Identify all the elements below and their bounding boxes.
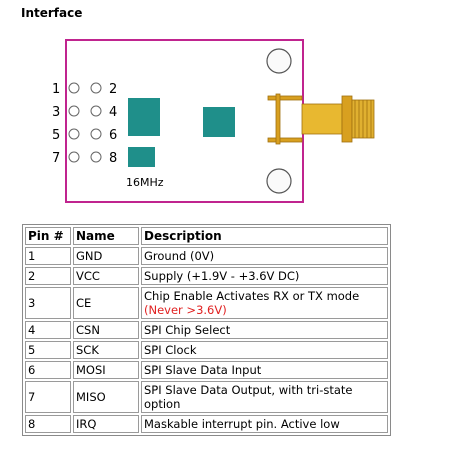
pin-name: IRQ	[73, 415, 139, 433]
table-row: 8 IRQ Maskable interrupt pin. Active low	[25, 415, 388, 433]
pin-description: SPI Chip Select	[141, 321, 388, 339]
table-row: 5 SCK SPI Clock	[25, 341, 388, 359]
pin-label-1: 1	[52, 82, 60, 97]
pin-description: SPI Slave Data Input	[141, 361, 388, 379]
pin-hole-6	[90, 128, 102, 140]
pin-name: MISO	[73, 381, 139, 413]
crystal-frequency-label: 16MHz	[126, 176, 164, 189]
pin-hole-1	[68, 82, 80, 94]
pin-name: CSN	[73, 321, 139, 339]
pin-header: 1 3 5 7 2 4 6 8	[52, 82, 117, 166]
pin-label-7: 7	[52, 151, 60, 166]
pin-label-8: 8	[109, 151, 117, 166]
pin-number: 5	[25, 341, 71, 359]
pin-description: Supply (+1.9V - +3.6V DC)	[141, 267, 388, 285]
table-row: 3 CE Chip Enable Activates RX or TX mode…	[25, 287, 388, 319]
pin-description: Maskable interrupt pin. Active low	[141, 415, 388, 433]
pin-hole-8	[90, 151, 102, 163]
board-outline	[65, 39, 304, 203]
crystal-oscillator	[128, 147, 155, 167]
pin-number: 1	[25, 247, 71, 265]
pin-number: 7	[25, 381, 71, 413]
mounting-hole-top	[266, 48, 292, 74]
section-heading: Interface	[21, 6, 83, 20]
pin-name: VCC	[73, 267, 139, 285]
pin-name: GND	[73, 247, 139, 265]
module-diagram: 16MHz 1 3 5 7 2 4 6 8	[52, 39, 375, 203]
main-chip	[128, 98, 160, 136]
pin-hole-7	[68, 151, 80, 163]
pin-hole-5	[68, 128, 80, 140]
pin-name: CE	[73, 287, 139, 319]
pin-name: MOSI	[73, 361, 139, 379]
pin-hole-2	[90, 82, 102, 94]
header-description: Description	[141, 227, 388, 245]
pin-number: 8	[25, 415, 71, 433]
pin-number: 2	[25, 267, 71, 285]
pin-description: SPI Slave Data Output, with tri-state op…	[141, 381, 388, 413]
pinout-table: Pin # Name Description 1 GND Ground (0V)…	[22, 224, 391, 436]
table-row: 6 MOSI SPI Slave Data Input	[25, 361, 388, 379]
pin-description-cell: Chip Enable Activates RX or TX mode (Nev…	[141, 287, 388, 319]
pin-label-6: 6	[109, 128, 117, 143]
pin-hole-3	[68, 105, 80, 117]
pin-label-2: 2	[109, 82, 117, 97]
pin-label-4: 4	[109, 105, 117, 120]
table-row: 4 CSN SPI Chip Select	[25, 321, 388, 339]
pin-description: Chip Enable Activates RX or TX mode	[144, 289, 360, 303]
table-row: 2 VCC Supply (+1.9V - +3.6V DC)	[25, 267, 388, 285]
table-row: 1 GND Ground (0V)	[25, 247, 388, 265]
pin-number: 4	[25, 321, 71, 339]
mounting-hole-bottom	[266, 168, 292, 194]
pin-name: SCK	[73, 341, 139, 359]
table-header-row: Pin # Name Description	[25, 227, 388, 245]
pin-number: 6	[25, 361, 71, 379]
voltage-warning: (Never >3.6V)	[144, 303, 227, 317]
pin-hole-4	[90, 105, 102, 117]
rf-chip	[203, 107, 235, 137]
pin-number: 3	[25, 287, 71, 319]
sma-antenna-connector	[267, 93, 375, 145]
pin-description: Ground (0V)	[141, 247, 388, 265]
pin-label-5: 5	[52, 128, 60, 143]
header-pin: Pin #	[25, 227, 71, 245]
pin-label-3: 3	[52, 105, 60, 120]
header-name: Name	[73, 227, 139, 245]
pin-description: SPI Clock	[141, 341, 388, 359]
table-row: 7 MISO SPI Slave Data Output, with tri-s…	[25, 381, 388, 413]
